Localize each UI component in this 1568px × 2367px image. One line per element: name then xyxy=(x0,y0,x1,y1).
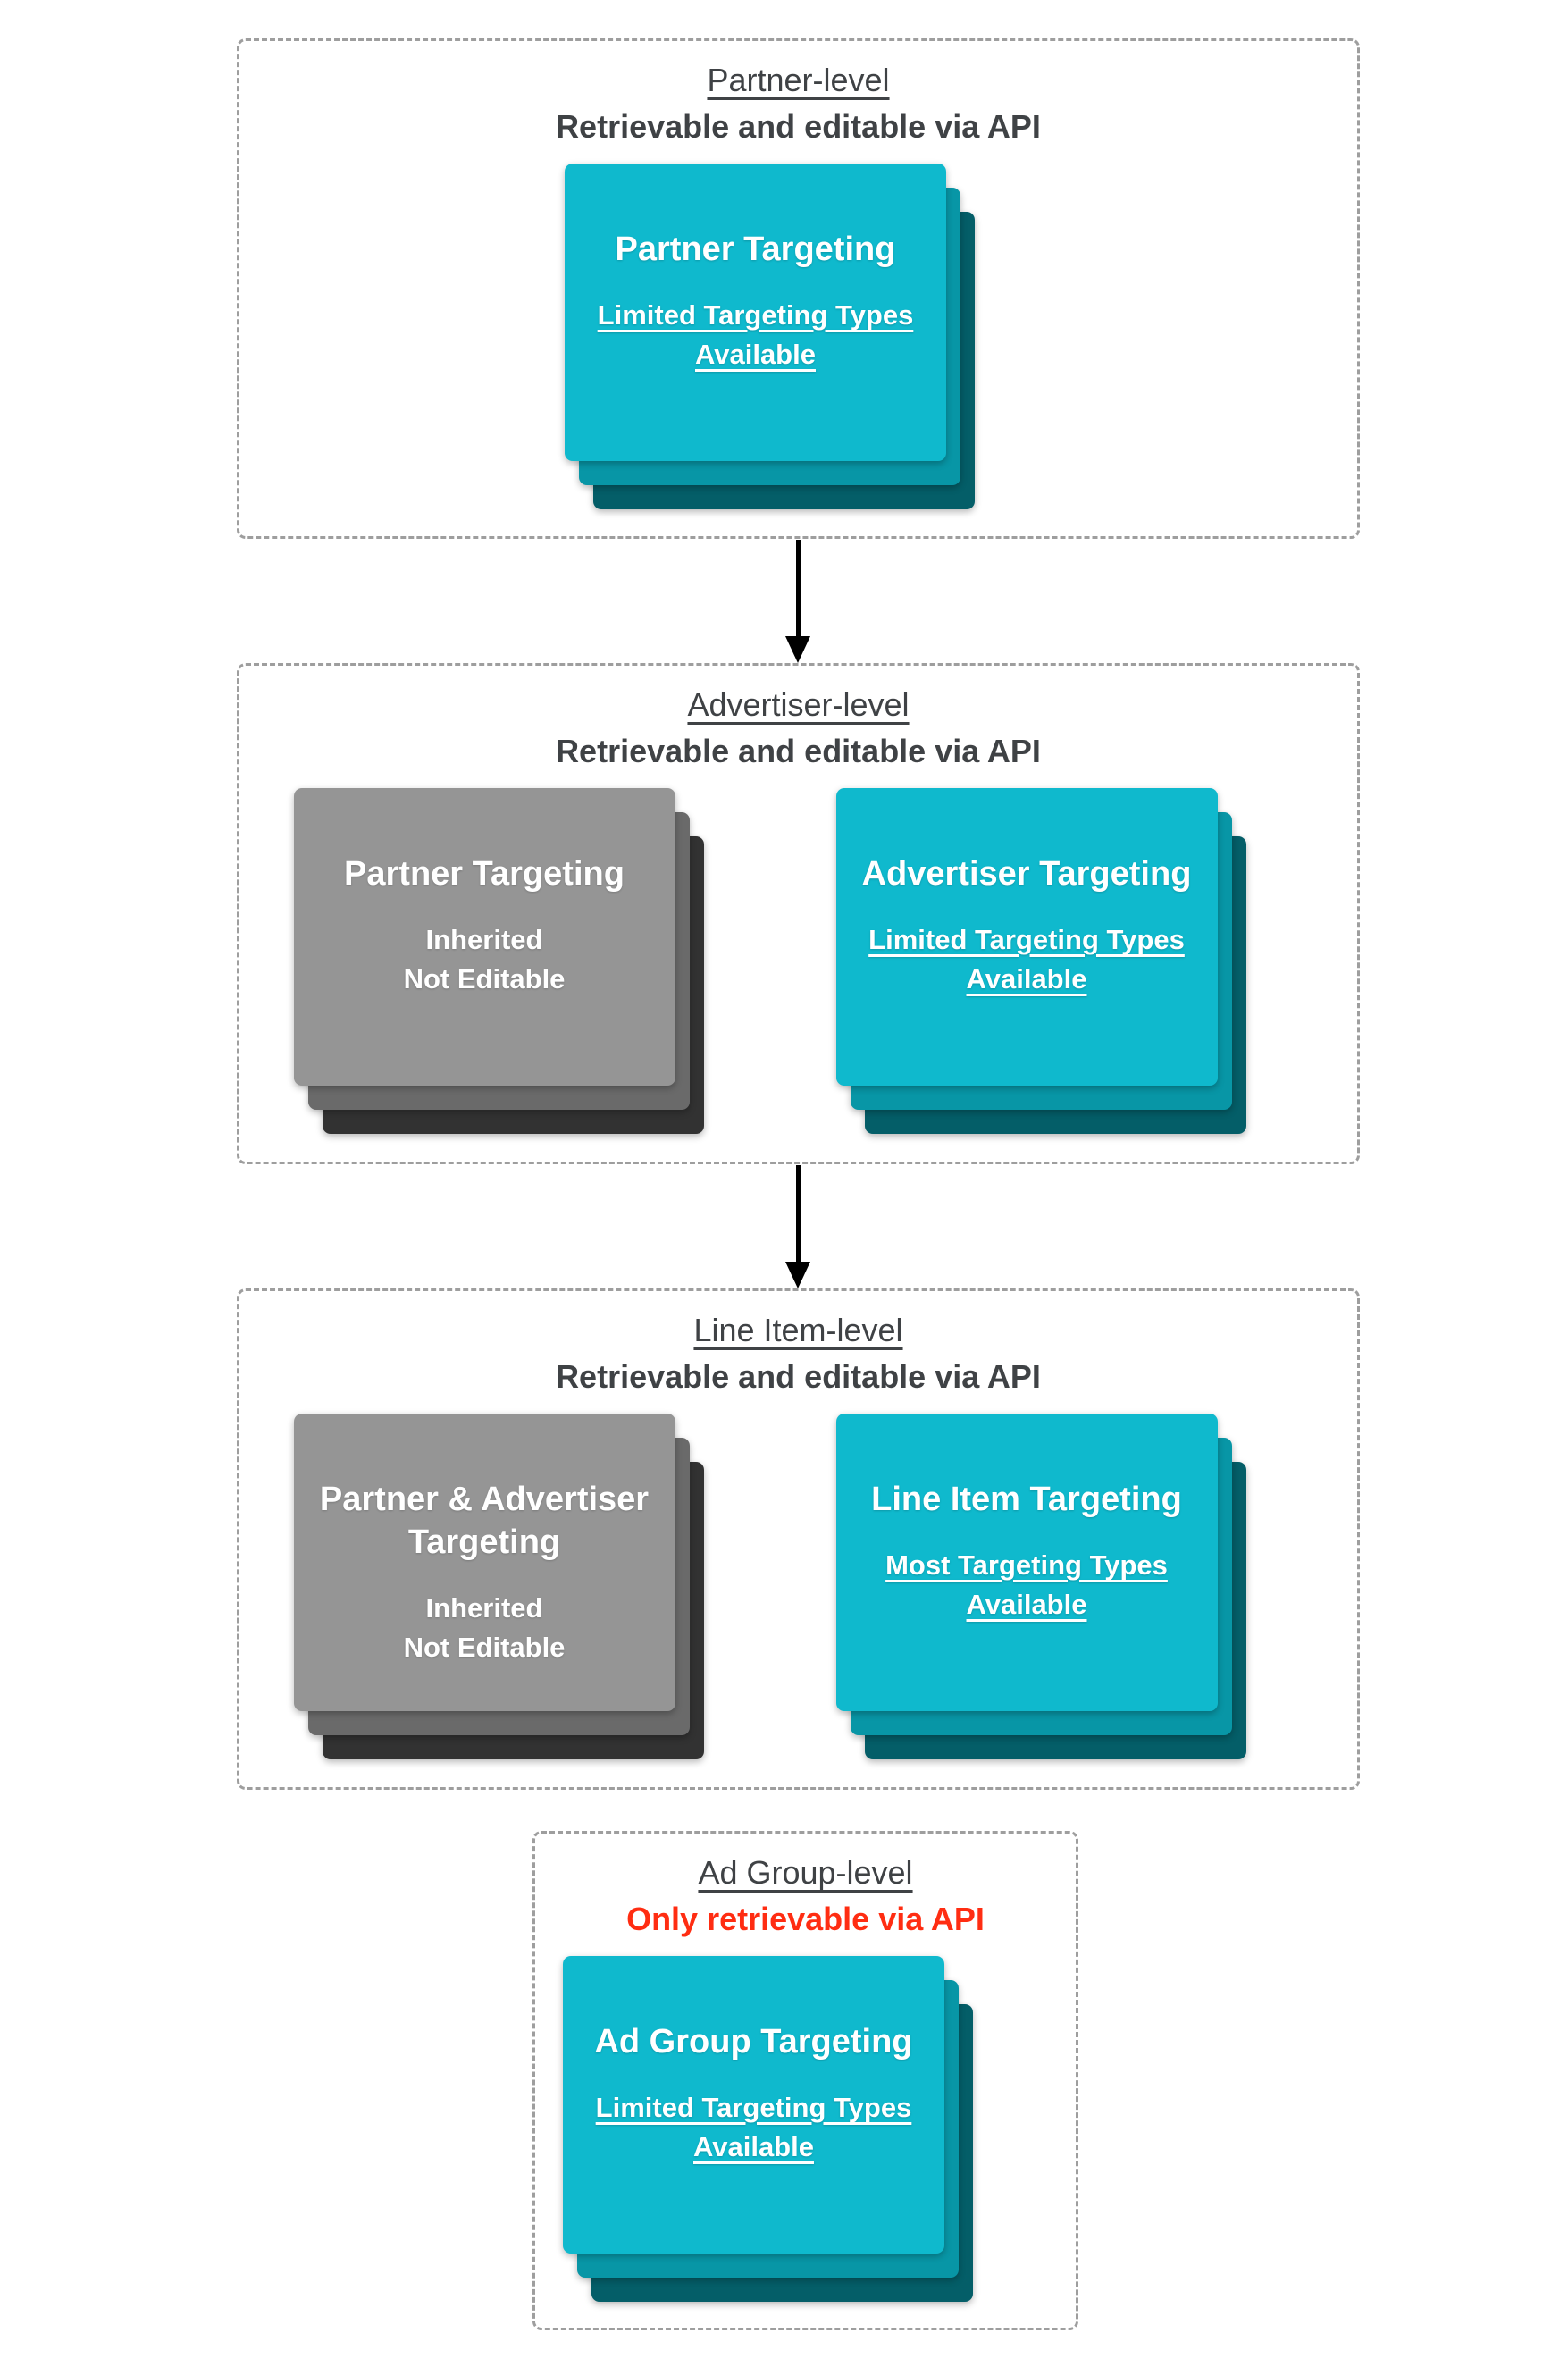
card-face: Line Item Targeting Most Targeting Types… xyxy=(835,1414,1218,1711)
card-subtitle-line: Limited Targeting Types xyxy=(868,924,1185,955)
card-title: Partner & Advertiser Targeting xyxy=(319,1481,650,1561)
card-face: Partner & Advertiser Targeting Inherited… xyxy=(293,1414,675,1711)
card-subtitle-line: Available xyxy=(966,963,1087,995)
line-item-level-cards: Partner & Advertiser Targeting Inherited… xyxy=(211,1414,1329,1759)
line-item-level-api-note: Retrievable and editable via API xyxy=(556,1358,1041,1395)
card-title: Line Item Targeting xyxy=(871,1481,1182,1518)
card-subtitle-line: Most Targeting Types xyxy=(885,1549,1168,1581)
card-title: Partner Targeting xyxy=(344,855,625,893)
card-subtitle-line: Inherited xyxy=(425,1592,543,1624)
card-title: Partner Targeting xyxy=(615,231,896,268)
card-face: Advertiser Targeting Limited Targeting T… xyxy=(835,788,1218,1086)
ad-group-level-title: Ad Group-level xyxy=(698,1854,913,1891)
card-title: Advertiser Targeting xyxy=(861,855,1192,893)
arrow-head-icon xyxy=(785,636,810,663)
card-subtitle-line: Available xyxy=(695,339,816,370)
card-subtitle-line: Available xyxy=(693,2131,814,2162)
advertiser-level-title: Advertiser-level xyxy=(687,686,910,723)
line-item-targeting-card: Line Item Targeting Most Targeting Types… xyxy=(835,1414,1246,1759)
ad-group-level-section: Ad Group-level Only retrievable via API … xyxy=(532,1831,1078,2330)
card-face: Partner Targeting Limited Targeting Type… xyxy=(565,164,946,461)
partner-level-title: Partner-level xyxy=(707,62,890,98)
card-subtitle-line: Inherited xyxy=(425,924,543,955)
advertiser-level-api-note: Retrievable and editable via API xyxy=(556,733,1041,769)
card-subtitle-line: Available xyxy=(966,1589,1087,1620)
card-subtitle-line: Not Editable xyxy=(403,1632,566,1663)
line-item-level-title: Line Item-level xyxy=(693,1312,903,1348)
flow-arrow-partner-to-advertiser xyxy=(785,540,810,663)
ad-group-level-cards: Ad Group Targeting Limited Targeting Typ… xyxy=(498,1956,1038,2302)
partner-level-section: Partner-level Retrievable and editable v… xyxy=(237,38,1360,539)
arrow-line xyxy=(795,540,801,636)
ad-group-targeting-card: Ad Group Targeting Limited Targeting Typ… xyxy=(563,1956,973,2302)
partner-targeting-card: Partner Targeting Limited Targeting Type… xyxy=(565,164,975,509)
advertiser-targeting-card: Advertiser Targeting Limited Targeting T… xyxy=(835,788,1246,1134)
card-subtitle-line: Not Editable xyxy=(403,963,566,995)
partner-level-cards: Partner Targeting Limited Targeting Type… xyxy=(211,164,1329,509)
line-item-level-section: Line Item-level Retrievable and editable… xyxy=(237,1288,1360,1790)
advertiser-level-section: Advertiser-level Retrievable and editabl… xyxy=(237,663,1360,1164)
card-subtitle-line: Limited Targeting Types xyxy=(595,2092,912,2123)
card-title: Ad Group Targeting xyxy=(594,2023,913,2061)
card-subtitle-line: Limited Targeting Types xyxy=(597,299,914,331)
ad-group-level-api-note: Only retrievable via API xyxy=(626,1901,985,1937)
flow-arrow-advertiser-to-lineitem xyxy=(785,1165,810,1288)
partner-level-api-note: Retrievable and editable via API xyxy=(556,108,1041,145)
arrow-line xyxy=(795,1165,801,1262)
card-face: Ad Group Targeting Limited Targeting Typ… xyxy=(563,1956,944,2254)
inherited-partner-advertiser-targeting-card: Partner & Advertiser Targeting Inherited… xyxy=(293,1414,704,1759)
arrow-head-icon xyxy=(785,1262,810,1288)
